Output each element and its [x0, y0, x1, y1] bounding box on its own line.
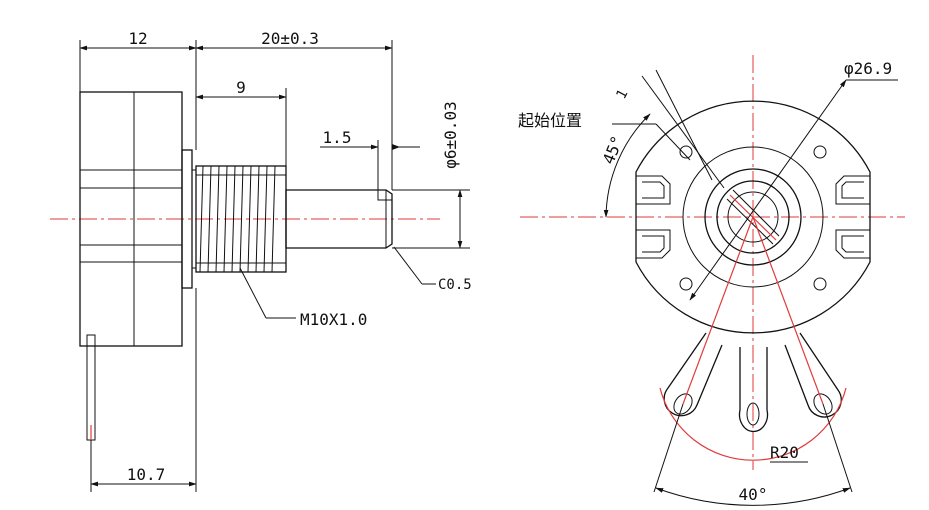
dim-overall-length: 20±0.3: [195, 29, 393, 190]
dim-terminal-offset: 10.7: [90, 288, 197, 492]
start-position: 起始位置 1: [518, 69, 725, 189]
dim-overall-length-label: 20±0.3: [261, 29, 319, 48]
side-view: 12 20±0.3 9 1.5 φ6±0.03: [50, 29, 472, 492]
dim-thread-length: 9: [195, 78, 287, 166]
dim-chamfer-step-label: 1.5: [323, 128, 352, 147]
dim-chamfer-label: C0.5: [438, 277, 472, 293]
dim-terminal-angle-label: 40°: [739, 485, 768, 504]
dim-start-angle: 45°: [599, 113, 651, 218]
dim-shaft-diameter-label: φ6±0.03: [441, 101, 460, 168]
start-position-label: 起始位置: [518, 111, 582, 130]
dim-terminal-angle: 40°: [653, 403, 853, 506]
dim-terminal-radius-label: R20: [770, 443, 799, 462]
front-terminals: [663, 332, 842, 433]
front-view: φ26.9 起始位置 1 45° R20 40°: [518, 55, 905, 506]
dim-thread: M10X1.0: [239, 267, 367, 329]
dim-chamfer-step: 1.5: [320, 128, 420, 190]
dim-body-length-label: 12: [128, 29, 147, 48]
dim-start-angle-label: 45°: [599, 133, 627, 167]
dim-body-length: 12: [79, 29, 197, 150]
dim-shaft-diameter: φ6±0.03: [392, 101, 470, 249]
dim-terminal-offset-label: 10.7: [127, 465, 166, 484]
dim-terminal-gap-label: 1: [613, 87, 631, 102]
dim-body-diameter: φ26.9: [689, 59, 898, 301]
potentiometer-body: [79, 91, 197, 347]
terminal-arc: [659, 387, 847, 461]
dim-terminal-radius: R20: [770, 443, 808, 463]
dim-thread-length-label: 9: [236, 78, 246, 97]
shaft: [285, 189, 393, 249]
dim-body-diameter-label: φ26.9: [844, 59, 892, 78]
terminal-pin: [86, 334, 96, 441]
threaded-bushing: [195, 165, 287, 273]
dim-thread-label: M10X1.0: [300, 310, 367, 329]
dim-chamfer: C0.5: [393, 246, 472, 293]
